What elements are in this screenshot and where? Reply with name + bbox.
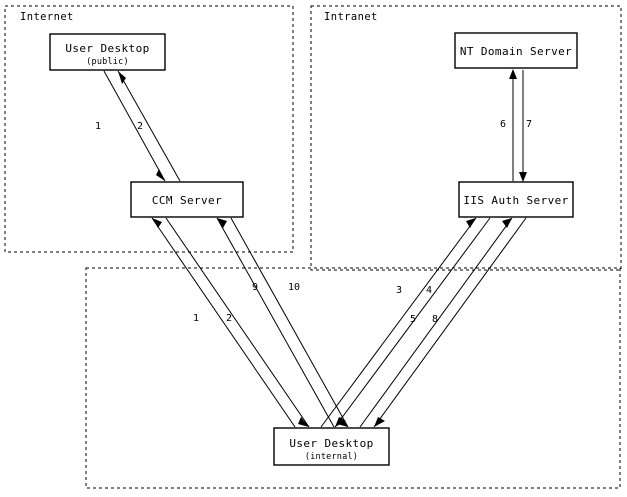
zone-internet-label: Internet (20, 11, 74, 23)
step-label-2-internal: 2 (226, 313, 232, 324)
arrow-head-step-2-internal (298, 417, 309, 427)
flow-line-step-4 (334, 217, 491, 428)
zone-internet-group: Internet (4, 5, 294, 253)
flow-line-step-2-public (117, 70, 181, 182)
step-label-1-public: 1 (95, 121, 101, 132)
step-label-3: 3 (396, 285, 402, 296)
arrow-head-step-9 (217, 218, 227, 228)
node-user-desktop-internal-rect[interactable] (273, 427, 390, 466)
flow-internal-ccm-group: 1 2 (151, 217, 310, 428)
flow-line-step-8 (373, 217, 527, 428)
zone-intranet-rect (310, 5, 622, 271)
zone-internet-rect (4, 5, 294, 253)
arrow-head-step-7 (519, 172, 527, 182)
flow-line-step-10 (230, 217, 349, 428)
node-user-desktop-public-rect[interactable] (49, 33, 166, 71)
step-label-9: 9 (252, 282, 258, 293)
arrow-head-step-8 (374, 417, 385, 427)
arrow-head-step-4 (335, 417, 346, 427)
flow-line-step-5 (359, 217, 513, 428)
node-iis-auth-server-title: IIS Auth Server (463, 194, 568, 207)
arrow-head-step-1-public (156, 169, 165, 181)
flow-internal-iis-3-4-group: 3 4 (320, 217, 491, 428)
node-user-desktop-public-subtitle: (public) (86, 57, 129, 67)
step-label-6: 6 (500, 119, 506, 130)
node-ccm-server[interactable]: CCM Server (130, 181, 244, 218)
zone-intranet-label: Intranet (324, 11, 378, 23)
step-label-7: 7 (526, 119, 532, 130)
flow-line-step-1-internal (151, 217, 296, 428)
node-nt-domain-server[interactable]: NT Domain Server (454, 32, 578, 69)
node-iis-auth-server[interactable]: IIS Auth Server (458, 181, 574, 218)
step-label-8: 8 (432, 314, 438, 325)
node-user-desktop-internal[interactable]: User Desktop (internal) (273, 427, 390, 466)
flow-line-step-3 (320, 217, 477, 428)
node-ccm-server-rect[interactable] (130, 181, 244, 218)
node-iis-auth-server-rect[interactable] (458, 181, 574, 218)
flow-line-step-9 (216, 217, 335, 428)
step-label-10: 10 (288, 282, 300, 293)
flow-iis-nt-group: 6 7 (500, 69, 532, 182)
flow-internal-iis-5-8-group: 5 8 (359, 217, 527, 428)
node-user-desktop-public-title: User Desktop (65, 42, 149, 55)
node-user-desktop-public[interactable]: User Desktop (public) (49, 33, 166, 71)
step-label-1-internal: 1 (193, 313, 199, 324)
flow-line-step-1-public (103, 70, 166, 182)
zone-intranet-group: Intranet (310, 5, 622, 271)
step-label-5: 5 (410, 314, 416, 325)
arrow-head-step-5 (502, 218, 512, 228)
zone-internal-rect (85, 267, 621, 489)
flow-public-ccm-group: 1 2 (95, 70, 181, 182)
step-label-2-public: 2 (137, 121, 143, 132)
node-nt-domain-server-title: NT Domain Server (460, 45, 572, 58)
step-label-4: 4 (426, 285, 432, 296)
arrow-head-step-2-public (118, 71, 126, 84)
node-nt-domain-server-rect[interactable] (454, 32, 578, 69)
arrow-head-step-3 (466, 218, 476, 228)
zone-internal-group (85, 267, 621, 489)
node-user-desktop-internal-subtitle: (internal) (305, 452, 358, 462)
arrow-head-step-6 (509, 69, 517, 79)
node-user-desktop-internal-title: User Desktop (289, 437, 373, 450)
flow-internal-ccm-9-10-group: 9 10 (216, 217, 349, 428)
node-ccm-server-title: CCM Server (152, 194, 222, 207)
arrow-head-step-1-internal (152, 218, 162, 228)
flow-line-step-2-internal (165, 217, 310, 428)
